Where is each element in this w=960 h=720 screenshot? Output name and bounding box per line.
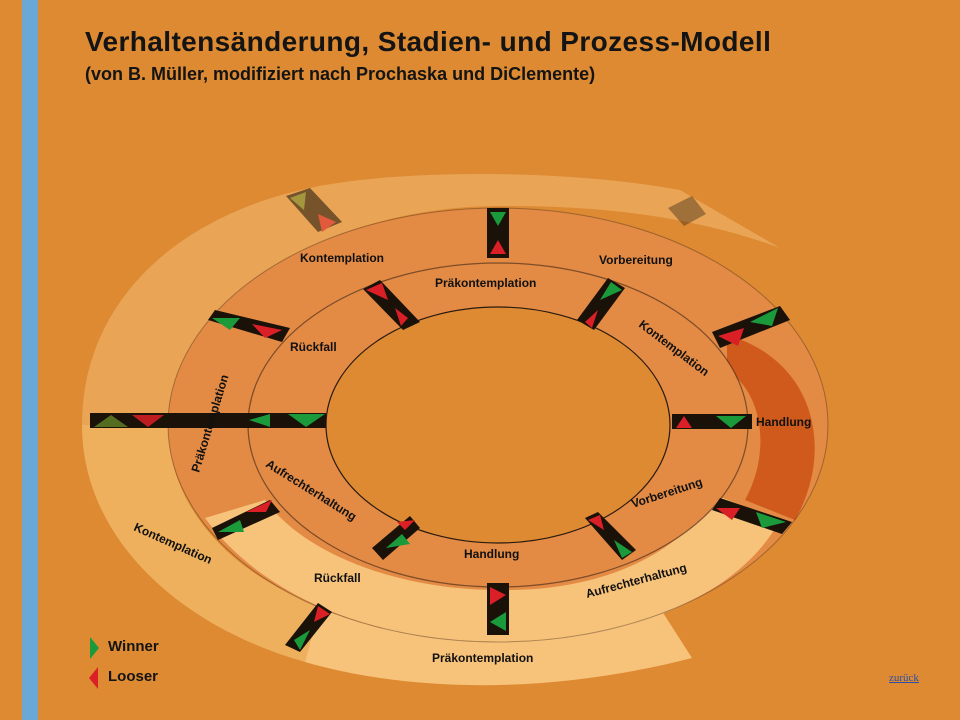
label-outer-rueckfall-bottom: Rückfall [314,571,361,585]
legend-label-winner: Winner [108,638,159,655]
legend-label-looser: Looser [108,668,159,685]
green-triangle-icon [90,637,99,659]
red-triangle-icon [89,667,98,689]
label-inner-praekontemplation: Präkontemplation [435,276,536,290]
label-outer-vorbereitung: Vorbereitung [599,253,673,267]
divider-inner-lower-left [372,516,420,560]
divider-left [90,413,326,428]
divider-outer-top-right-faint [668,196,706,226]
label-outer-praekontemplation-bottom: Präkontemplation [432,651,533,665]
back-link[interactable]: zurück [889,672,919,684]
divider-outer-lower-left [212,500,280,540]
handlung-segment [727,335,815,520]
divider-outer-bottom-left [285,603,332,652]
label-outer-handlung: Handlung [756,415,811,429]
divider-outer-top-faint [286,188,342,232]
divider-inner-upper-left [363,280,420,330]
label-outer-kontemplation-top: Kontemplation [300,251,384,265]
label-inner-rueckfall: Rückfall [290,340,337,354]
divider-outer-lower-right [712,498,792,534]
divider-top [487,208,509,258]
dividers [90,188,792,652]
divider-outer-upper-right [712,306,790,348]
outer-lobe-lower [82,425,320,662]
divider-right-inner [672,414,752,429]
outer-arc-faint [82,174,780,425]
label-inner-handlung: Handlung [464,547,519,561]
middle-ring-lower-segment [205,495,780,642]
divider-outer-upper-left [208,310,290,342]
page-subtitle: (von B. Müller, modifiziert nach Prochas… [85,64,596,84]
divider-bottom [487,583,509,635]
left-accent-stripe [22,0,38,720]
diagram-core [325,306,671,544]
divider-inner-upper-right [577,278,625,330]
page-title: Verhaltensänderung, Stadien- und Prozess… [85,26,772,57]
divider-inner-lower-right [585,512,636,560]
